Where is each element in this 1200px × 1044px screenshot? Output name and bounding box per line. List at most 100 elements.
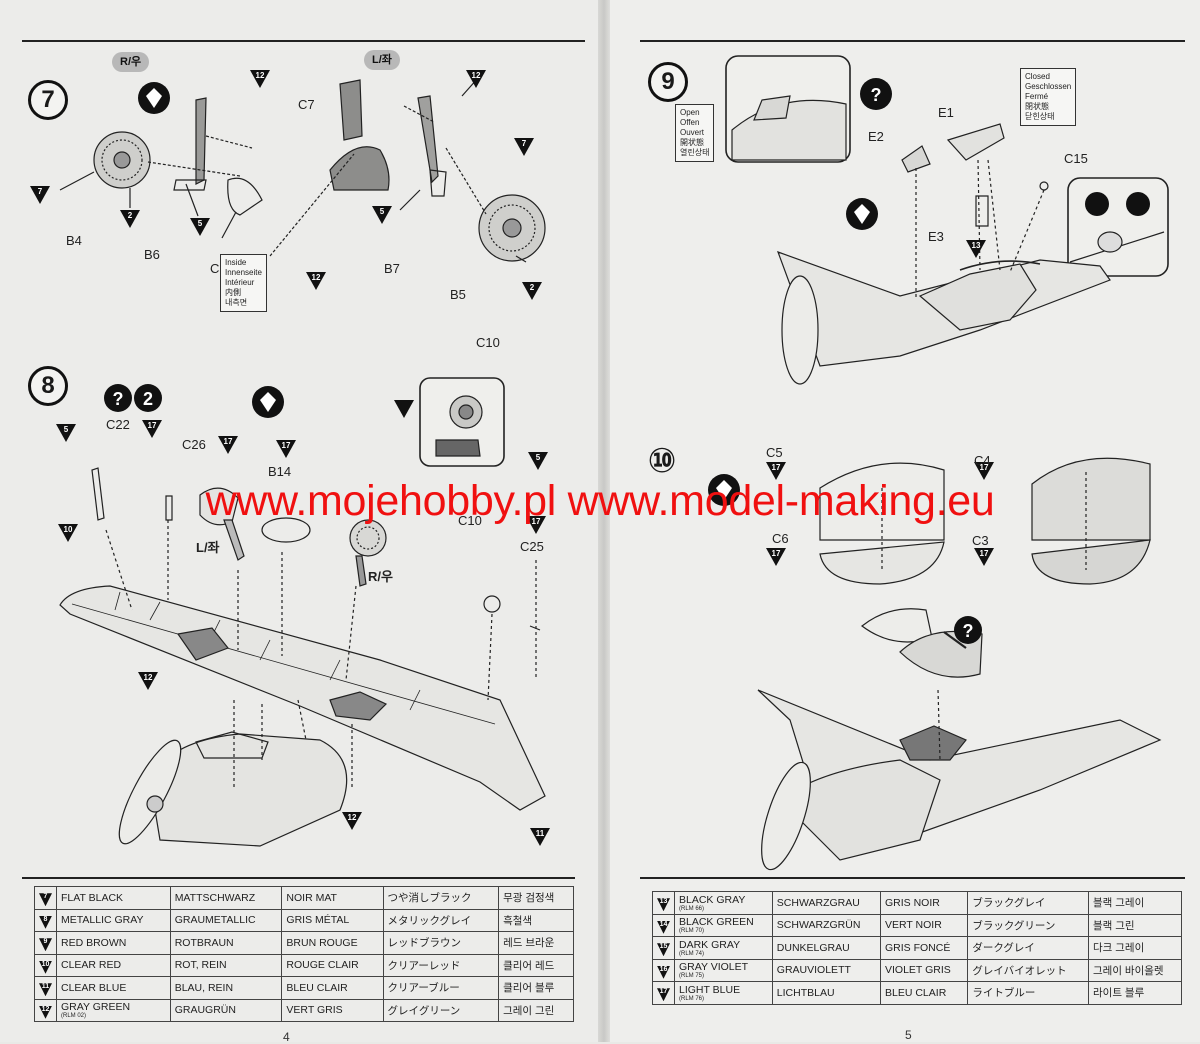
color-cell: GRIS NOIR [879,891,969,915]
paint-glyph: 2 [143,389,153,409]
step9-inset-box [725,55,851,163]
step7-wheel-left [93,131,151,189]
paint-callout-number: 12 [143,673,153,682]
paint-callout-number: 17 [979,549,989,558]
part-label-c10: C10 [476,335,500,350]
paint-callout-number: 5 [197,219,203,228]
step8-small-parts [91,467,541,631]
paint-callout-number: 5 [379,207,385,216]
part-label-c25: C25 [520,539,544,554]
paint-callout-number: 5 [535,453,541,462]
part-label-c15: C15 [1064,151,1088,166]
step8-inset-box [419,377,505,467]
color-name-jp: クリアーレッド [387,959,461,972]
color-cell: VERT NOIR [879,913,969,937]
help-glyph: ? [113,389,124,409]
bottom-rule-left [22,877,575,879]
note-line: 열린상태 [680,148,710,157]
color-cell: BLACK GRAY(RLM 66) [674,891,773,915]
paint-callout-number: 2 [127,211,133,220]
paint-number-badge: 12 [39,1005,52,1019]
paint-callout-number: 17 [223,437,233,446]
step-number-10: ⑩ [647,442,677,480]
color-name-jp: グレイバイオレット [972,964,1067,977]
color-name-fr: BRUN ROUGE [286,936,358,949]
step9-inset-box-2 [1067,177,1169,277]
color-name-fr: ROUGE CLAIR [286,959,359,972]
paint-number-badge: 7 [39,893,52,907]
color-name-fr: GRIS NOIR [885,896,940,909]
note-line: Closed [1025,72,1050,81]
note-line: Open [680,108,700,117]
color-cell: LIGHT BLUE(RLM 76) [674,981,773,1005]
rlm-code: (RLM 75) [679,973,705,980]
color-cell: メタリックグレイ [382,908,500,932]
color-name-en: BLACK GREEN [679,916,754,929]
color-cell: BRUN ROUGE [281,931,384,955]
color-name-fr: VERT NOIR [885,919,942,932]
rlm-code: (RLM 66) [679,905,705,912]
color-name-de: SCHWARZGRAU [776,896,860,909]
color-cell: 13 [652,891,675,915]
step7-wheel-right [478,194,546,262]
color-name-kr: 블랙 그린 [1093,919,1135,932]
paint-icon [1085,192,1109,216]
color-cell: 레드 브라운 [498,931,574,955]
note-open: Open Offen Ouvert 開状態 열린상태 [675,104,715,162]
glue-icons [104,78,1150,644]
part-label-e3: E3 [928,229,944,244]
color-name-kr: 그레이 그린 [503,1004,555,1017]
note-closed: Closed Geschlossen Fermé 閉状態 닫힌상태 [1020,68,1077,126]
help-icon [954,616,982,644]
color-cell: 14 [652,913,675,937]
color-name-de: ROT, REIN [174,959,227,972]
color-name-fr: NOIR MAT [286,891,337,904]
color-cell: VIOLET GRIS [879,958,969,982]
part-label-e1: E1 [938,105,954,120]
page-number-left: 4 [283,1030,290,1044]
part-label-c6: C6 [772,531,789,546]
color-name-de: GRAUVIOLETT [776,964,851,977]
part-label-b7: B7 [384,261,400,276]
note-line: Innenseite [225,268,262,277]
color-cell: FLAT BLACK [56,886,171,910]
color-name-jp: レッドブラウン [387,937,462,950]
color-name-fr: BLEU CLAIR [286,981,348,994]
paint-callout-number: 12 [471,71,481,80]
page-number-right: 5 [905,1028,912,1042]
color-name-kr: 그레이 바이올렛 [1093,964,1164,977]
page-spine [598,0,610,1042]
part-label-c5: C5 [766,445,783,460]
note-line: Inside [225,258,247,267]
color-cell: ブラックグレイ [967,891,1090,915]
color-cell: MATTSCHWARZ [169,886,283,910]
color-cell: 흑철색 [498,908,574,932]
step7-strut-left-side [417,95,447,197]
paint-number-badge: 17 [657,988,670,1002]
color-row: 14 BLACK GREEN(RLM 70) SCHWARZGRÜN VERT NOI… [652,913,1182,937]
color-name-jp: クリアーブルー [387,982,460,995]
color-name-de: LICHTBLAU [776,986,835,999]
paint-callout-number: 17 [147,421,157,430]
color-name-fr: VIOLET GRIS [885,964,951,977]
paint-callout-number: 17 [281,441,291,450]
paint-callout-number: 10 [63,525,73,534]
side-label-left: L/좌 [364,50,400,70]
color-cell: ブラックグリーン [967,913,1090,937]
color-name-fr: GRIS MÉTAL [286,914,350,927]
color-name-en: RED BROWN [61,936,127,949]
rlm-code: (RLM 70) [679,928,705,935]
side-label-left-wheel: L/좌 [196,540,220,555]
color-cell: BLEU CLAIR [281,976,384,1000]
color-name-de: SCHWARZGRÜN [776,919,861,932]
color-cell: 15 [652,936,675,960]
color-cell: GRAUVIOLETT [771,958,882,982]
color-name-de: BLAU, REIN [174,981,234,994]
